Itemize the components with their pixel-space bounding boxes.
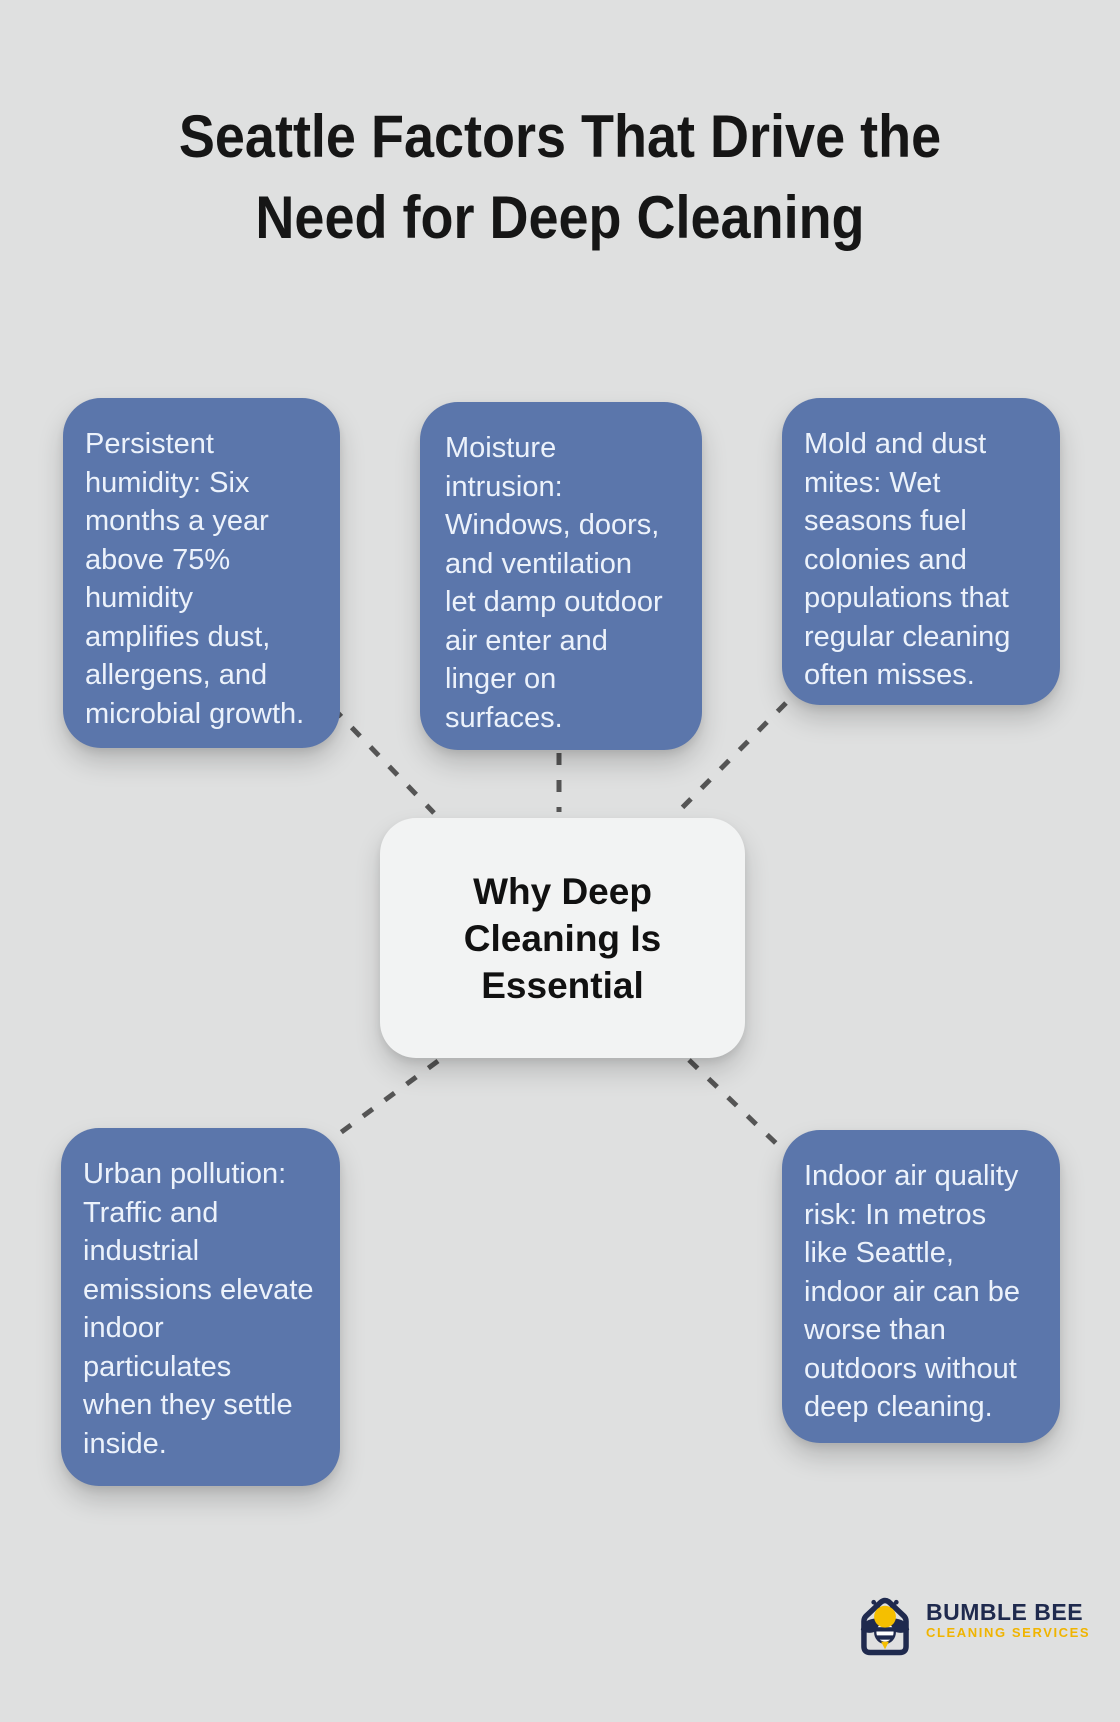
factor-text-moisture-intrusion: Moisture intrusion: Windows, doors, and … [445,432,663,734]
factor-text-persistent-humidity: Persistent humidity: Six months a year a… [85,428,305,730]
center-node: Why Deep Cleaning Is Essential [380,818,745,1058]
factor-card-urban-pollution: Urban pollution: Traffic and industrial … [61,1128,340,1486]
factor-card-mold-dust-mites: Mold and dust mites: Wet seasons fuel co… [782,398,1060,705]
factor-card-persistent-humidity: Persistent humidity: Six months a year a… [63,398,340,748]
connector-pollution [334,1058,440,1139]
page-title: Seattle Factors That Drive the Need for … [178,103,942,251]
house-bee-logo-icon [860,1597,910,1656]
brand-tagline: CLEANING SERVICES [926,1624,1091,1640]
center-node-text: Why Deep Cleaning Is Essential [463,870,662,1006]
brand-logo-text: BUMBLE BEE CLEANING SERVICES [926,1599,1090,1640]
factor-card-indoor-air-quality: Indoor air quality risk: In metros like … [782,1130,1060,1443]
factor-text-urban-pollution: Urban pollution: Traffic and industrial … [83,1158,314,1460]
brand-name: BUMBLE BEE [926,1598,1084,1625]
connector-humidity [331,706,436,815]
brand-logo: BUMBLE BEE CLEANING SERVICES [846,1580,1090,1658]
connector-air-quality [687,1058,783,1150]
factor-card-moisture-intrusion: Moisture intrusion: Windows, doors, and … [420,402,702,750]
factor-text-mold-dust-mites: Mold and dust mites: Wet seasons fuel co… [804,428,1011,691]
factor-text-indoor-air-quality: Indoor air quality risk: In metros like … [804,1160,1021,1423]
